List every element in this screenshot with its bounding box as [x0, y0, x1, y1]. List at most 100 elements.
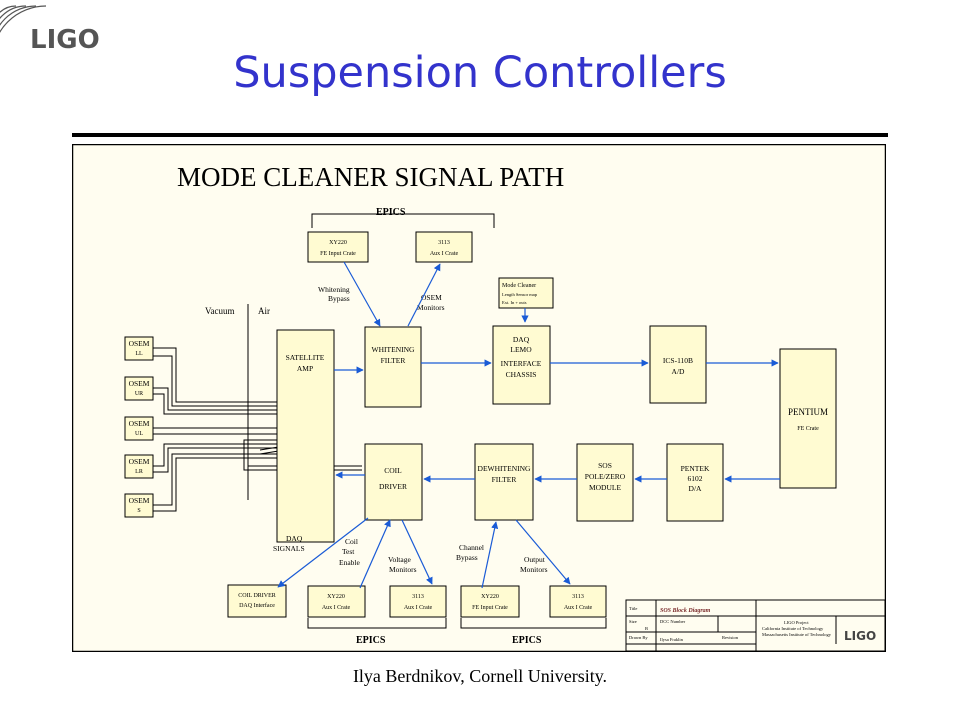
svg-text:WHITENING: WHITENING: [372, 345, 415, 354]
whitening-to-aux-arrow: [407, 263, 441, 327]
svg-text:3113: 3113: [438, 240, 450, 246]
osem-monitors-label: OSEM Monitors: [417, 293, 445, 312]
svg-text:FE Input Crate: FE Input Crate: [472, 605, 508, 611]
svg-text:OSEM: OSEM: [129, 457, 150, 466]
svg-text:3113: 3113: [572, 594, 584, 600]
svg-text:3113: 3113: [412, 594, 424, 600]
svg-text:Coil: Coil: [345, 537, 358, 546]
svg-text:MODULE: MODULE: [589, 483, 621, 492]
svg-text:Output: Output: [524, 555, 546, 564]
svg-text:Aux I Crate: Aux I Crate: [322, 605, 351, 611]
svg-text:PENTIUM: PENTIUM: [788, 407, 828, 417]
svg-text:DRIVER: DRIVER: [379, 482, 407, 491]
diagram-title: MODE CLEANER SIGNAL PATH: [177, 162, 564, 192]
slide-title: Suspension Controllers: [233, 48, 727, 98]
bottom-3113-aux-box-2: 3113 Aux I Crate: [549, 585, 607, 618]
svg-text:Ilysa Fraklin: Ilysa Fraklin: [660, 637, 684, 642]
fe-to-whitening-arrow: [343, 261, 381, 327]
svg-text:LR: LR: [135, 469, 143, 475]
bottom-xy220-fe-box: XY220 FE Input Crate: [460, 585, 520, 618]
svg-text:COIL DRIVER: COIL DRIVER: [238, 593, 276, 599]
svg-text:Revision: Revision: [722, 635, 739, 640]
svg-text:D/A: D/A: [689, 484, 703, 493]
air-label: Air: [258, 306, 270, 316]
svg-text:S: S: [137, 508, 140, 514]
svg-text:INTERFACE: INTERFACE: [501, 359, 542, 368]
vacuum-label: Vacuum: [205, 306, 235, 316]
svg-text:XY220: XY220: [327, 594, 345, 600]
svg-text:Whitening: Whitening: [318, 285, 350, 294]
svg-text:UR: UR: [135, 391, 143, 397]
channel-bypass-label: Channel Bypass: [456, 543, 484, 562]
daq-chassis-box: DAQ LEMO INTERFACE CHASSIS: [492, 325, 551, 405]
svg-text:XY220: XY220: [481, 594, 499, 600]
svg-text:XY220: XY220: [329, 240, 347, 246]
sos-module-box: SOS POLE/ZERO MODULE: [576, 443, 634, 522]
svg-text:DAQ Interface: DAQ Interface: [239, 602, 275, 609]
satellite-amp-box: SATELLITE AMP: [276, 329, 335, 543]
svg-text:POLE/ZERO: POLE/ZERO: [585, 472, 626, 481]
svg-text:PENTEK: PENTEK: [681, 464, 710, 473]
dewhitening-filter-box: DEWHITENING FILTER: [474, 443, 534, 521]
xy220-to-coil-arrow: [359, 519, 391, 589]
svg-text:DCC Number: DCC Number: [660, 619, 686, 624]
signal-path-diagram: MODE CLEANER SIGNAL PATH EPICS XY220 FE …: [72, 144, 886, 652]
svg-text:Length Sensor map: Length Sensor map: [502, 292, 538, 297]
osem-box-ur: OSEM UR: [124, 376, 154, 401]
svg-text:Drawn By: Drawn By: [629, 635, 648, 640]
osem-box-ll: OSEM LL: [124, 336, 154, 361]
coil-to-3113-arrow: [401, 519, 433, 585]
svg-text:Size: Size: [629, 619, 637, 624]
svg-text:Ext. In + outs: Ext. In + outs: [502, 300, 527, 305]
ligo-logo: LIGO: [0, 5, 100, 55]
title-divider: [72, 133, 888, 137]
svg-text:DAQ: DAQ: [286, 534, 303, 543]
epics-top-bracket: [311, 213, 495, 228]
svg-text:Aux I Crate: Aux I Crate: [430, 251, 459, 257]
svg-text:SOS: SOS: [598, 461, 612, 470]
svg-text:Enable: Enable: [339, 558, 360, 567]
pentium-box: PENTIUM FE Crate: [779, 348, 837, 489]
drawing-title-block: Title SOS Block Diagram Size DCC Number …: [625, 599, 886, 652]
coil-test-enable-label: Coil Test Enable: [339, 537, 360, 567]
svg-text:FE Crate: FE Crate: [797, 426, 819, 432]
epics-top-label: EPICS: [376, 207, 406, 218]
svg-text:OSEM: OSEM: [129, 339, 150, 348]
svg-text:A/D: A/D: [672, 367, 686, 376]
footer-credit: Ilya Berdnikov, Cornell University.: [352, 666, 608, 686]
mode-cleaner-note: Mode Cleaner Length Sensor map Ext. In +…: [498, 277, 554, 309]
svg-text:Monitors: Monitors: [417, 303, 445, 312]
coil-to-daq-arrow: [277, 517, 369, 588]
top-aux-box: 3113 Aux I Crate: [415, 231, 473, 263]
daq-signals-label: DAQ SIGNALS: [273, 534, 305, 553]
whitening-bypass-label: Whitening Bypass: [318, 285, 350, 303]
ics-ad-box: ICS-110B A/D: [649, 325, 707, 404]
svg-text:OSEM: OSEM: [129, 379, 150, 388]
coil-driver-daq-box: COIL DRIVER DAQ Interface: [227, 584, 287, 618]
top-fe-input-box: XY220 FE Input Crate: [307, 231, 369, 263]
svg-text:Voltage: Voltage: [388, 555, 411, 564]
svg-text:OSEM: OSEM: [129, 419, 150, 428]
osem-box-lr: OSEM LR: [124, 454, 154, 479]
epics-bottom-left-bracket: [307, 618, 447, 629]
svg-text:Monitors: Monitors: [520, 565, 548, 574]
output-monitors-label: Output Monitors: [520, 555, 548, 574]
bottom-3113-aux-box-1: 3113 Aux I Crate: [389, 585, 447, 618]
logo-arcs: [0, 5, 47, 34]
svg-text:Massachusetts Institute of Tec: Massachusetts Institute of Technology: [762, 632, 832, 637]
svg-text:AMP: AMP: [297, 364, 313, 373]
whitening-filter-box: WHITENING FILTER: [364, 326, 422, 408]
svg-text:CHASSIS: CHASSIS: [506, 370, 537, 379]
svg-text:OSEM: OSEM: [129, 496, 150, 505]
svg-text:6102: 6102: [688, 474, 703, 483]
svg-text:DAQ: DAQ: [513, 335, 530, 344]
svg-text:FILTER: FILTER: [492, 475, 517, 484]
svg-text:COIL: COIL: [384, 466, 402, 475]
svg-text:DEWHITENING: DEWHITENING: [478, 464, 531, 473]
epics-bottom-right-bracket: [460, 618, 607, 629]
svg-text:LIGO Project: LIGO Project: [784, 620, 809, 625]
svg-text:Aux I Crate: Aux I Crate: [564, 605, 593, 611]
svg-text:SOS Block Diagram: SOS Block Diagram: [660, 608, 711, 614]
svg-text:Monitors: Monitors: [389, 565, 417, 574]
epics-bottom-right-label: EPICS: [512, 635, 542, 646]
